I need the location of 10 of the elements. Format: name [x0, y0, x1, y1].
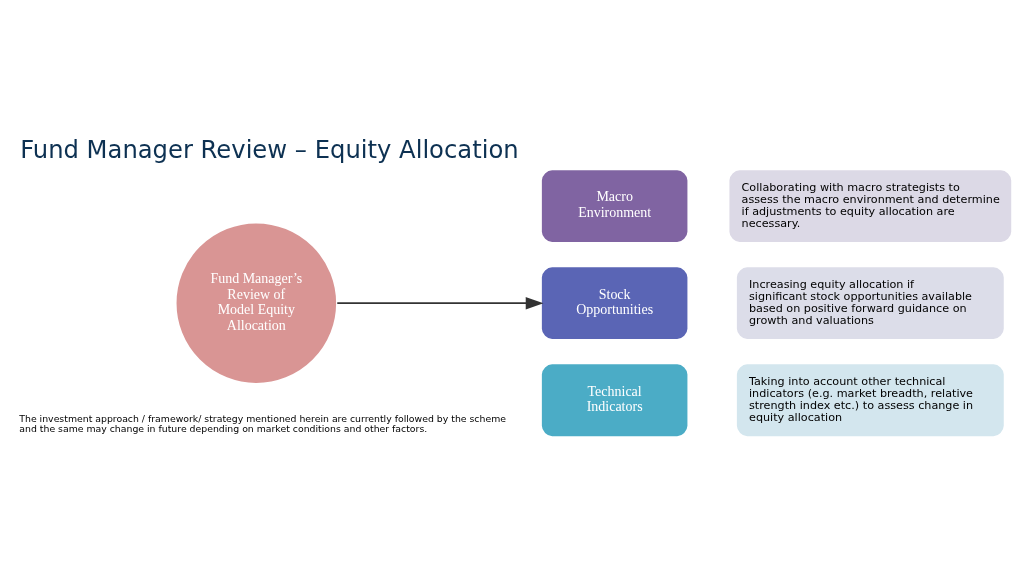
- arrow: [336, 296, 544, 309]
- node-box: Increasing equity allocation if significant stock opportunities available based on positive forward guidance on growth and valuations: [735, 264, 1006, 341]
- node-circle: Fund Manager’s Review of Model Equity Allocation: [174, 221, 338, 385]
- node-box: Technical Indicators: [540, 361, 690, 438]
- diagram-title: Fund Manager Review – Equity Allocation: [20, 134, 519, 164]
- node-box: Macro Environment: [540, 167, 690, 244]
- node-box: Stock Opportunities: [540, 264, 690, 341]
- node-box: Collaborating with macro strategists to assess the macro environment and determine if adjustments to equity allocation are necessary.: [727, 167, 1014, 244]
- label: The investment approach / framework/ strategy mentioned herein are currently followed by the scheme and the same may change in future depending on market conditions and other factors.: [19, 412, 506, 434]
- node-box: Taking into account other technical indicators (e.g. market breadth, relative strength index etc.) to assess change in equity allocation: [735, 361, 1006, 438]
